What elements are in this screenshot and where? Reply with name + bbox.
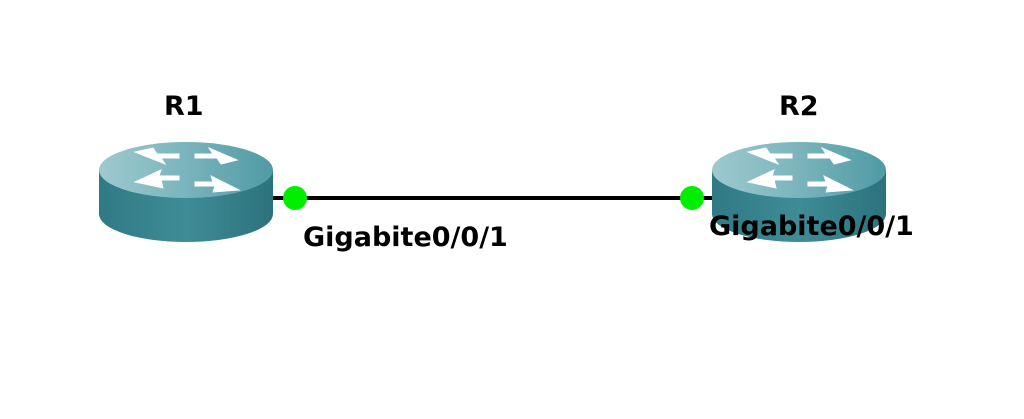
r2-interface-label: Gigabite0/0/1 (709, 211, 914, 242)
router-r1-label: R1 (164, 91, 204, 122)
r2-link-status-dot (680, 186, 704, 210)
r1-link-status-dot (283, 186, 307, 210)
r1-interface-label: Gigabite0/0/1 (303, 222, 508, 253)
router-r2-label: R2 (779, 91, 819, 122)
router-r1-icon[interactable] (98, 141, 274, 243)
